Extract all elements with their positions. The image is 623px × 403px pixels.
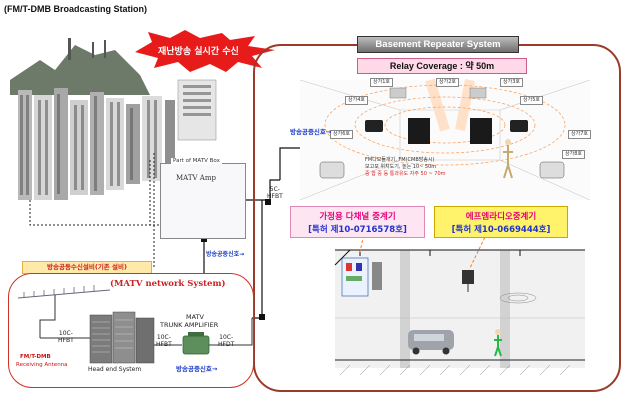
trunk-amp-label-1: MATV [186,313,204,321]
cable-c-line1: 10C- [219,334,234,341]
cable-b-line1: 10C- [156,334,171,341]
multichannel-repeater-box: 가정용 다채널 중계기 [특허 제10-0716578호] [290,206,425,238]
city-skyline [10,38,217,200]
matv-signal-label: 방송공중신호→ [206,251,245,258]
head-end-label: Head end System [88,366,142,373]
cable-b-line2: HFBT [156,341,172,348]
trunk-amp-label-2: TRUNK AMPLIFIER [160,321,219,329]
shop-tag: 상가8호 [562,150,585,159]
matv-network-frame [8,273,254,388]
network-signal-label: 방송공중신호→ [176,365,218,373]
basement-signal-label: 방송공중신호→ [290,128,332,136]
cable-10c-label-b: 10C- HFBT [156,334,172,348]
shop-tag: 상가7호 [568,130,591,139]
parking-lot [334,249,585,376]
antenna-label-1: FM/T-DMB [20,354,51,360]
fm-radio-repeater-box: 에프엠라디오중계기 [특허 제10-0669444호] [434,206,568,238]
legend-line: FM다모듈개기, FM(CMB방송시) [365,157,435,163]
basement-system-title: Basement Repeater System [357,36,519,53]
cable-a-line2: HFBT [58,337,74,344]
cable-10c-label-c: 10C- HFDT [218,334,234,348]
shop-tag: 상가6호 [330,130,353,139]
shop-tag: 상가1호 [370,78,393,87]
page-title: (FM/T-DMB Broadcasting Station) [4,4,147,14]
matv-network-title: (MATV network System) [110,279,226,289]
shop-tag: 상가4호 [345,96,368,105]
legend-line: 보고포 위치도기, 높는 10~ 50m [365,164,437,170]
broadcast-burst-icon [135,30,275,72]
basement-room [299,78,591,201]
shop-tag: 상가5호 [520,96,543,105]
matv-network-illustration [17,285,253,364]
broadcast-burst-text: 재난방송 실시간 수신 [158,47,239,57]
multichannel-repeater-name: 가정용 다채널 중계기 [319,212,396,222]
shop-tag: 상가2호 [436,78,459,87]
fm-radio-repeater-name: 에프엠라디오중계기 [465,212,537,222]
cable-5c-line1: 5C- [269,186,280,193]
legend-line: 중 합 중 등 통과유도 자주 50 ~ 70m [365,171,446,177]
dashed-building-cables [29,153,205,268]
cable-5c-label: 5C- HFBT [267,186,283,200]
matv-box-frame [160,163,246,239]
matv-box-label: Part of MATV Box [171,158,222,164]
multichannel-repeater-patent: [특허 제10-0716578호] [308,225,407,235]
cable-5c-line2: HFBT [267,193,283,200]
cable-10c-label-a: 10C- HFBT [58,330,74,344]
cable-c-line2: HFDT [218,341,235,348]
relay-coverage-label: Relay Coverage : 약 50m [357,58,527,74]
shop-tag: 상가3호 [500,78,523,87]
matv-amp-label: MATV Amp [176,174,216,182]
fm-radio-repeater-patent: [특허 제10-0669444호] [451,225,551,235]
cable-a-line1: 10C- [58,330,73,337]
antenna-label-2: Receiving Antenna [16,362,68,368]
